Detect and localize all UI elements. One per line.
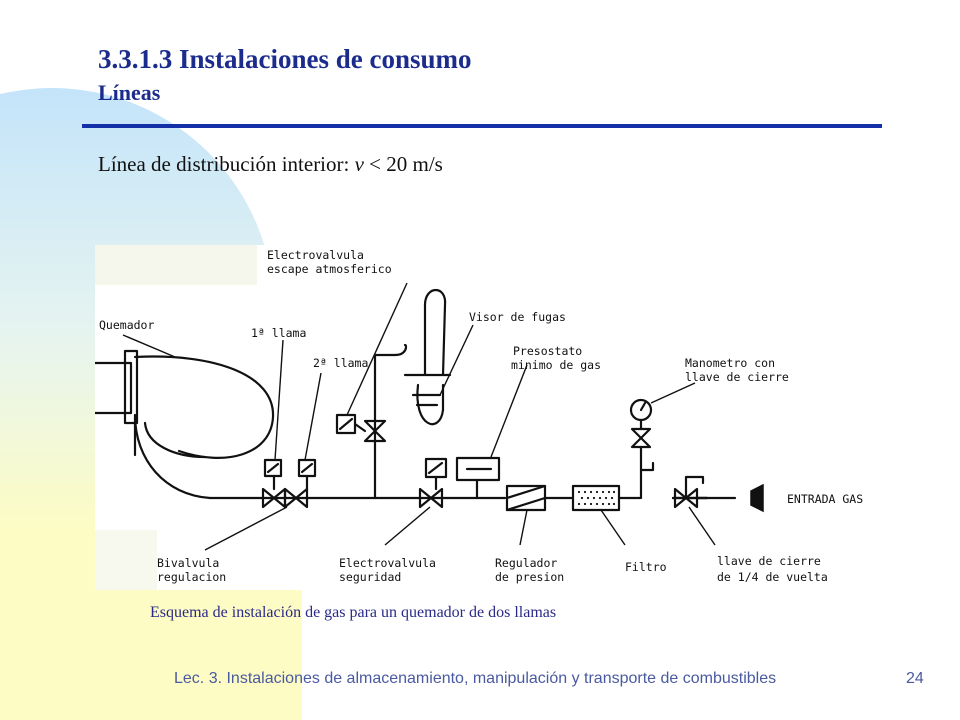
- footer-text: Lec. 3. Instalaciones de almacenamiento,…: [174, 670, 777, 687]
- leader-llama2: [304, 372, 322, 461]
- slide-subtitle: Líneas: [98, 80, 161, 105]
- pressure-regulator-symbol: [505, 484, 547, 512]
- label-manometro-line1: Manometro con: [685, 356, 775, 370]
- bivalvula-symbol: [261, 458, 317, 509]
- label-ev-seguridad-line2: seguridad: [339, 570, 401, 584]
- label-presostato-line1: Presostato: [513, 344, 582, 358]
- velocity-statement: Línea de distribución interior: v < 20 m…: [98, 152, 443, 177]
- velocity-suffix: < 20 m/s: [363, 152, 443, 176]
- label-visor: Visor de fugas: [469, 310, 566, 324]
- diagram-panel-main: [95, 245, 905, 590]
- label-manometro-line2: llave de cierre: [685, 370, 789, 384]
- velocity-variable: v: [354, 152, 364, 176]
- pressure-switch-symbol: [455, 456, 501, 500]
- leader-manometro: [650, 382, 696, 404]
- label-regulador-line1: Regulador: [495, 556, 557, 570]
- label-quemador: Quemador: [99, 318, 154, 332]
- label-filtro: Filtro: [625, 560, 667, 574]
- leader-quemador: [122, 334, 176, 358]
- label-llama1: 1ª llama: [251, 326, 306, 340]
- gas-installation-diagram: Quemador 1ª llama 2ª llama Electrovalvul…: [95, 245, 905, 590]
- label-bivalvula-line2: regulacion: [157, 570, 226, 584]
- label-llave-line1: llave de cierre: [717, 554, 821, 568]
- page-number: 24: [906, 670, 924, 687]
- leader-bivalvula: [204, 506, 288, 551]
- leader-ev-escape: [346, 282, 408, 416]
- filter-dots: [577, 490, 616, 506]
- slide-title: 3.3.1.3 Instalaciones de consumo: [98, 44, 472, 74]
- label-entrada-gas: ENTRADA GAS: [787, 492, 863, 506]
- leak-sight-glass-symbol: [403, 288, 452, 426]
- leader-presostato: [490, 364, 528, 458]
- label-ev-escape-line2: escape atmosferico: [267, 262, 392, 276]
- title-divider: [82, 124, 882, 128]
- diagram-panel-bottom-left: [95, 530, 157, 590]
- leader-llave: [688, 506, 716, 546]
- diagram-caption: Esquema de instalación de gas para un qu…: [150, 604, 557, 621]
- label-llama2: 2ª llama: [313, 356, 368, 370]
- label-ev-seguridad-line1: Electrovalvula: [339, 556, 436, 570]
- burner-symbol: [95, 349, 275, 500]
- gas-entry-arrow: [750, 483, 764, 513]
- leader-ev-seguridad: [384, 506, 431, 546]
- leader-llama1: [274, 339, 284, 461]
- label-bivalvula-line1: Bivalvula: [157, 556, 219, 570]
- pressure-gauge-symbol: [629, 398, 655, 500]
- leader-regulador: [519, 509, 528, 546]
- vent-branch-symbol: [335, 343, 408, 500]
- leader-filtro: [600, 509, 626, 546]
- label-regulador-line2: de presion: [495, 570, 564, 584]
- label-llave-line2: de 1/4 de vuelta: [717, 570, 828, 584]
- velocity-prefix: Línea de distribución interior:: [98, 152, 355, 176]
- filter-symbol: [571, 484, 621, 512]
- label-ev-escape-line1: Electrovalvula: [267, 248, 364, 262]
- label-presostato-line2: minimo de gas: [511, 358, 601, 372]
- diagram-panel-left-corner: [95, 245, 257, 285]
- quarter-turn-valve-symbol: [673, 475, 737, 509]
- leader-visor: [439, 324, 474, 396]
- safety-valve-symbol: [418, 457, 448, 509]
